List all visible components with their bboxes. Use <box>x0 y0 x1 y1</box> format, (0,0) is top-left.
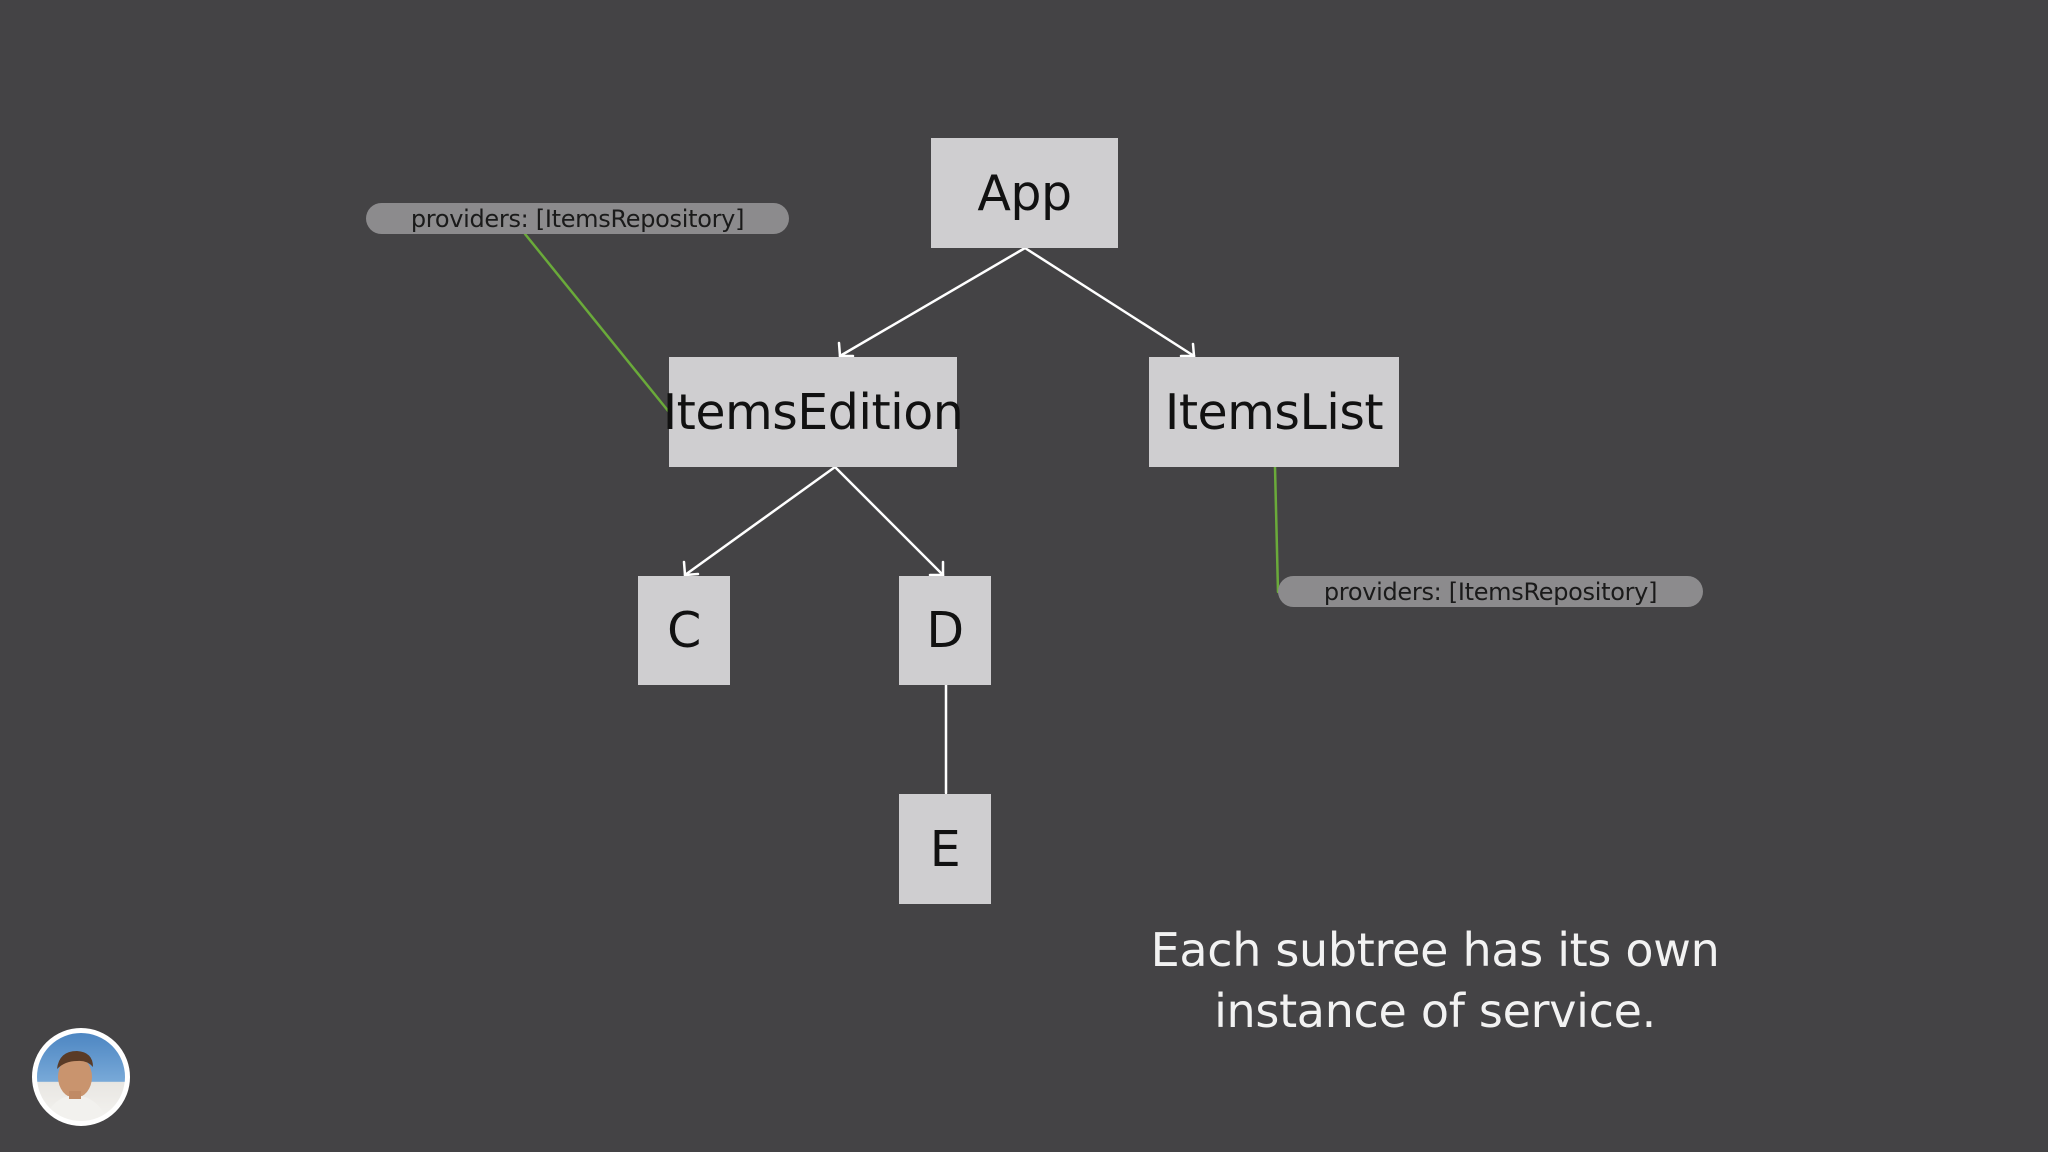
link-itemslist-providers <box>1273 465 1280 594</box>
presenter-portrait <box>45 1051 107 1121</box>
caption-line-1: Each subtree has its own <box>1150 923 1720 977</box>
presenter-avatar-icon <box>32 1028 130 1126</box>
arrowhead-d <box>928 560 945 577</box>
node-label: ItemsEdition <box>662 383 964 441</box>
node-d: D <box>899 576 991 685</box>
node-label: ItemsList <box>1164 383 1384 441</box>
node-e: E <box>899 794 991 904</box>
providers-annotation-label: providers: [ItemsRepository] <box>1323 577 1658 606</box>
link-itemsedition-providers <box>523 232 671 414</box>
providers-annotation-label: providers: [ItemsRepository] <box>410 204 745 233</box>
slide-caption: Each subtree has its own instance of ser… <box>1115 920 1755 1042</box>
providers-annotation-itemslist: providers: [ItemsRepository] <box>1278 576 1703 607</box>
edge-app-itemslist <box>1023 246 1196 358</box>
node-itemslist: ItemsList <box>1149 357 1399 467</box>
edge-itemsedition-c <box>683 465 837 577</box>
arrowhead-itemsedition <box>837 341 855 358</box>
node-label: App <box>977 164 1072 222</box>
node-label: E <box>929 820 961 878</box>
arrowhead-itemslist <box>1179 342 1196 358</box>
node-label: C <box>667 602 701 659</box>
node-itemsedition: ItemsEdition <box>663 357 964 467</box>
node-label: D <box>926 602 964 659</box>
edge-itemsedition-d <box>833 465 945 577</box>
caption-line-2: instance of service. <box>1214 984 1656 1038</box>
edge-app-itemsedition <box>838 246 1027 358</box>
node-c: C <box>638 576 730 685</box>
node-app: App <box>931 138 1118 248</box>
arrowhead-c <box>682 560 700 577</box>
providers-annotation-itemsedition: providers: [ItemsRepository] <box>366 203 789 234</box>
